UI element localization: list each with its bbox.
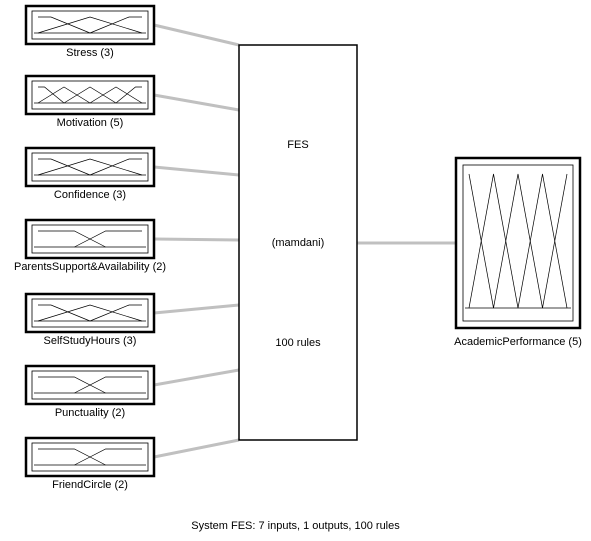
mf-plot-area bbox=[31, 80, 149, 110]
connector-line bbox=[153, 23, 240, 47]
mf-plot-area bbox=[31, 298, 149, 328]
input-blocks bbox=[24, 4, 156, 478]
system-method: (mamdani) bbox=[271, 237, 325, 249]
connector-line bbox=[153, 303, 240, 315]
connectors bbox=[153, 23, 456, 459]
connector-line bbox=[153, 237, 240, 242]
output-label: AcademicPerformance (5) bbox=[454, 336, 582, 348]
membership-functions bbox=[34, 230, 146, 248]
membership-functions bbox=[34, 304, 146, 322]
system-rules: 100 rules bbox=[275, 337, 321, 349]
input-block[interactable] bbox=[24, 218, 156, 260]
mf-plot-area bbox=[31, 10, 149, 40]
input-block[interactable] bbox=[24, 4, 156, 46]
input-label: Motivation (5) bbox=[56, 117, 124, 129]
input-block[interactable] bbox=[24, 146, 156, 188]
membership-functions bbox=[34, 16, 146, 34]
mf-plot-area bbox=[31, 152, 149, 182]
membership-functions bbox=[465, 173, 571, 309]
membership-functions bbox=[34, 158, 146, 176]
input-label: Confidence (3) bbox=[53, 189, 127, 201]
fes-system-box[interactable] bbox=[238, 44, 358, 441]
input-label: Punctuality (2) bbox=[54, 407, 126, 419]
output-mf-plot-area bbox=[462, 164, 574, 322]
membership-functions bbox=[34, 376, 146, 394]
connector-line bbox=[153, 438, 240, 459]
input-label: ParentsSupport&Availability (2) bbox=[13, 261, 167, 273]
input-block[interactable] bbox=[24, 364, 156, 406]
system-summary: System FES: 7 inputs, 1 outputs, 100 rul… bbox=[191, 520, 400, 532]
system-name: FES bbox=[287, 139, 309, 151]
input-block[interactable] bbox=[24, 292, 156, 334]
connector-line bbox=[153, 93, 240, 112]
input-label: FriendCircle (2) bbox=[52, 479, 128, 491]
input-label: Stress (3) bbox=[66, 47, 114, 59]
input-label: SelfStudyHours (3) bbox=[43, 335, 137, 347]
membership-functions bbox=[34, 448, 146, 466]
connector-line bbox=[153, 368, 240, 387]
input-block[interactable] bbox=[24, 74, 156, 116]
input-block[interactable] bbox=[24, 436, 156, 478]
output-block bbox=[454, 156, 582, 330]
membership-functions bbox=[34, 86, 146, 104]
connector-line bbox=[153, 165, 240, 177]
